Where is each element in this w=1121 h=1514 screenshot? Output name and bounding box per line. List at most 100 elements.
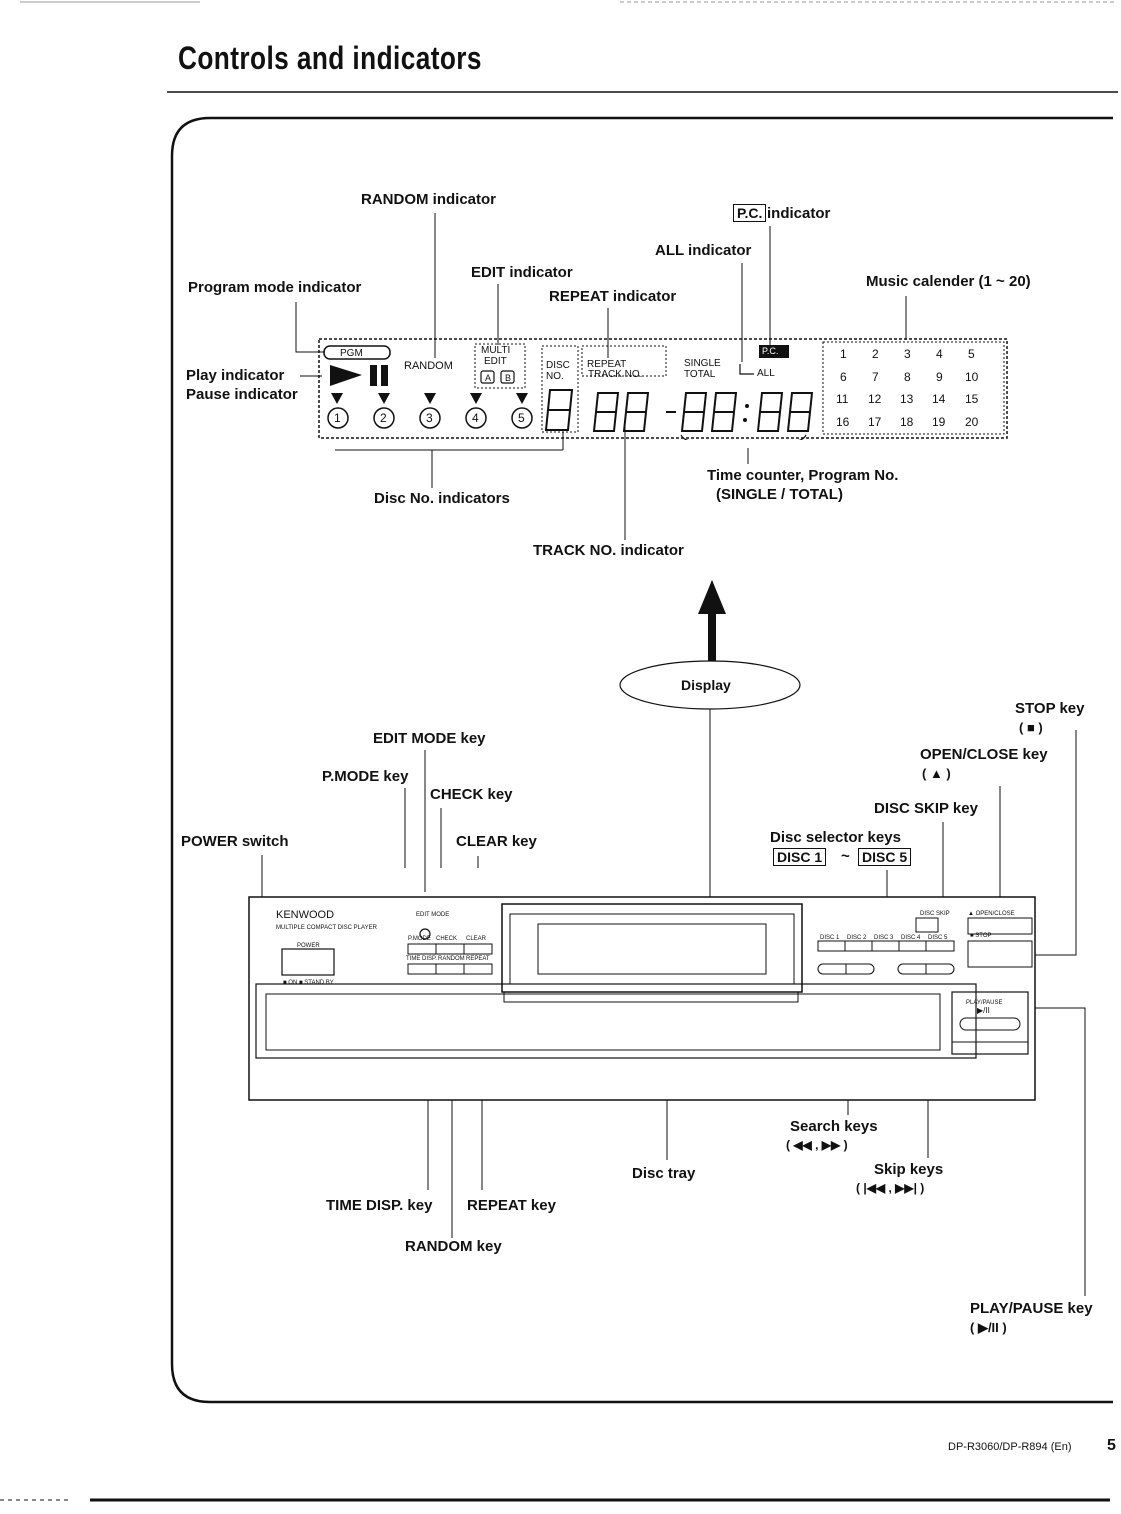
lcd-multi: MULTI [481,345,511,356]
disc-no-markers [327,393,533,429]
disc-1-panel-label: DISC 1 [820,935,840,941]
page-number: 5 [1107,1437,1116,1454]
cal-11: 11 [836,392,849,406]
stop-key-label: STOP key [1015,700,1085,717]
cal-15: 15 [965,392,979,406]
lcd-disc-3: 3 [426,411,433,425]
skip-keys-label: Skip keys [874,1161,944,1178]
disc-skip-panel-label: DISC SKIP [920,911,950,917]
disc-selector-keys-label: Disc selector keys [770,829,901,846]
disc-tray-label: Disc tray [632,1165,696,1182]
disc-skip-key-label: DISC SKIP key [874,800,978,817]
disc-4-panel-label: DISC 4 [901,935,921,941]
cal-18: 18 [900,415,914,429]
clear-panel-label: CLEAR [466,936,487,942]
tilde-label: ~ [841,848,850,865]
lcd-single: SINGLE [684,358,721,369]
clear-key-label: CLEAR key [456,833,537,850]
all-indicator-label: ALL indicator [655,242,752,259]
check-panel-label: CHECK [436,936,458,942]
cal-14: 14 [932,392,946,406]
cal-19: 19 [932,415,946,429]
lcd-disc-4: 4 [472,411,479,425]
play-pause-key-symbol: ( ▶/II ) [970,1320,1007,1335]
disc-5-key-label: DISC 5 [858,848,912,866]
cal-5: 5 [968,347,975,361]
play-indicator-label: Play indicator [186,367,285,384]
search-keys-symbols: ( ◀◀ , ▶▶ ) [786,1138,848,1152]
disc-no-indicators-label: Disc No. indicators [374,490,510,507]
page-title: Controls and indicators [178,40,482,76]
lcd-pgm: PGM [340,348,363,359]
repeat-indicator-label: REPEAT indicator [549,288,677,305]
cal-8: 8 [904,370,911,384]
open-close-key-label: OPEN/CLOSE key [920,746,1048,763]
check-key-label: CHECK key [430,786,513,803]
lcd-a: A [485,373,492,383]
lcd-display-panel [318,338,1008,440]
repeat-key-label: REPEAT key [467,1197,556,1214]
cal-12: 12 [868,392,882,406]
random-panel-label: RANDOM [438,956,465,962]
lcd-disc-5: 5 [518,411,525,425]
open-close-key-symbol: ( ▲ ) [922,766,951,781]
lcd-b: B [505,373,512,383]
repeat-panel-label: REPEAT [466,956,490,962]
model-line: MULTIPLE COMPACT DISC PLAYER [276,925,377,931]
seven-segment-digits [544,389,814,432]
display-bubble-label: Display [681,677,731,693]
track-no-indicator-label: TRACK NO. indicator [533,542,684,559]
disc-3-panel-label: DISC 3 [874,935,894,941]
random-indicator-label: RANDOM indicator [361,191,496,208]
lcd-track-no: TRACK NO. [588,369,643,380]
p-mode-key-label: P.MODE key [322,768,409,785]
cal-16: 16 [836,415,850,429]
open-close-panel-label: ▲ OPEN/CLOSE [968,911,1015,917]
lcd-random: RANDOM [404,360,453,372]
edit-mode-panel-label: EDIT MODE [416,912,450,918]
lcd-repeat: REPEAT [587,359,627,370]
lcd-disc-1: 1 [334,411,341,425]
footer-model: DP-R3060/DP-R894 (En) [948,1441,1072,1453]
disc-1-key-label: DISC 1 [773,848,827,866]
cal-4: 4 [936,347,943,361]
cal-2: 2 [872,347,879,361]
disc-2-panel-label: DISC 2 [847,935,867,941]
time-disp-key-label: TIME DISP. key [326,1197,433,1214]
pc-indicator-label: indicator [767,205,831,222]
edit-mode-key-label: EDIT MODE key [373,730,486,747]
power-states: ■ ON ■ STAND BY [283,980,334,986]
cal-6: 6 [840,370,847,384]
lcd-total: TOTAL [684,369,716,380]
cal-1: 1 [840,347,847,361]
stop-key-symbol: ( ■ ) [1019,720,1043,735]
random-key-label: RANDOM key [405,1238,502,1255]
lcd-disc: DISC [546,360,570,371]
cal-17: 17 [868,415,882,429]
lcd-no: NO. [546,371,564,382]
music-calender-label: Music calender (1 ~ 20) [866,273,1031,290]
program-mode-indicator-label: Program mode indicator [188,279,362,296]
time-disp-panel-label: TIME DISP. [406,956,437,962]
skip-keys-symbols: ( |◀◀ , ▶▶| ) [856,1181,925,1195]
disc-5-panel-label: DISC 5 [928,935,948,941]
cal-20: 20 [965,415,979,429]
play-pause-key-label: PLAY/PAUSE key [970,1300,1093,1317]
power-label: POWER [297,943,320,949]
power-switch-label: POWER switch [181,833,289,850]
play-pause-panel-symbol: ▶/II [977,1006,990,1015]
lcd-disc-2: 2 [380,411,387,425]
time-counter-label: Time counter, Program No. [707,467,899,484]
lcd-edit: EDIT [484,356,507,367]
cal-3: 3 [904,347,911,361]
pause-indicator-label: Pause indicator [186,386,298,403]
cal-9: 9 [936,370,943,384]
search-keys-label: Search keys [790,1118,878,1135]
brand-logo: KENWOOD [276,909,335,921]
cal-7: 7 [872,370,879,384]
p-mode-panel-label: P.MODE [408,936,431,942]
stop-panel-label: ■ STOP [970,933,992,939]
cd-player-front-panel [248,896,1036,1101]
